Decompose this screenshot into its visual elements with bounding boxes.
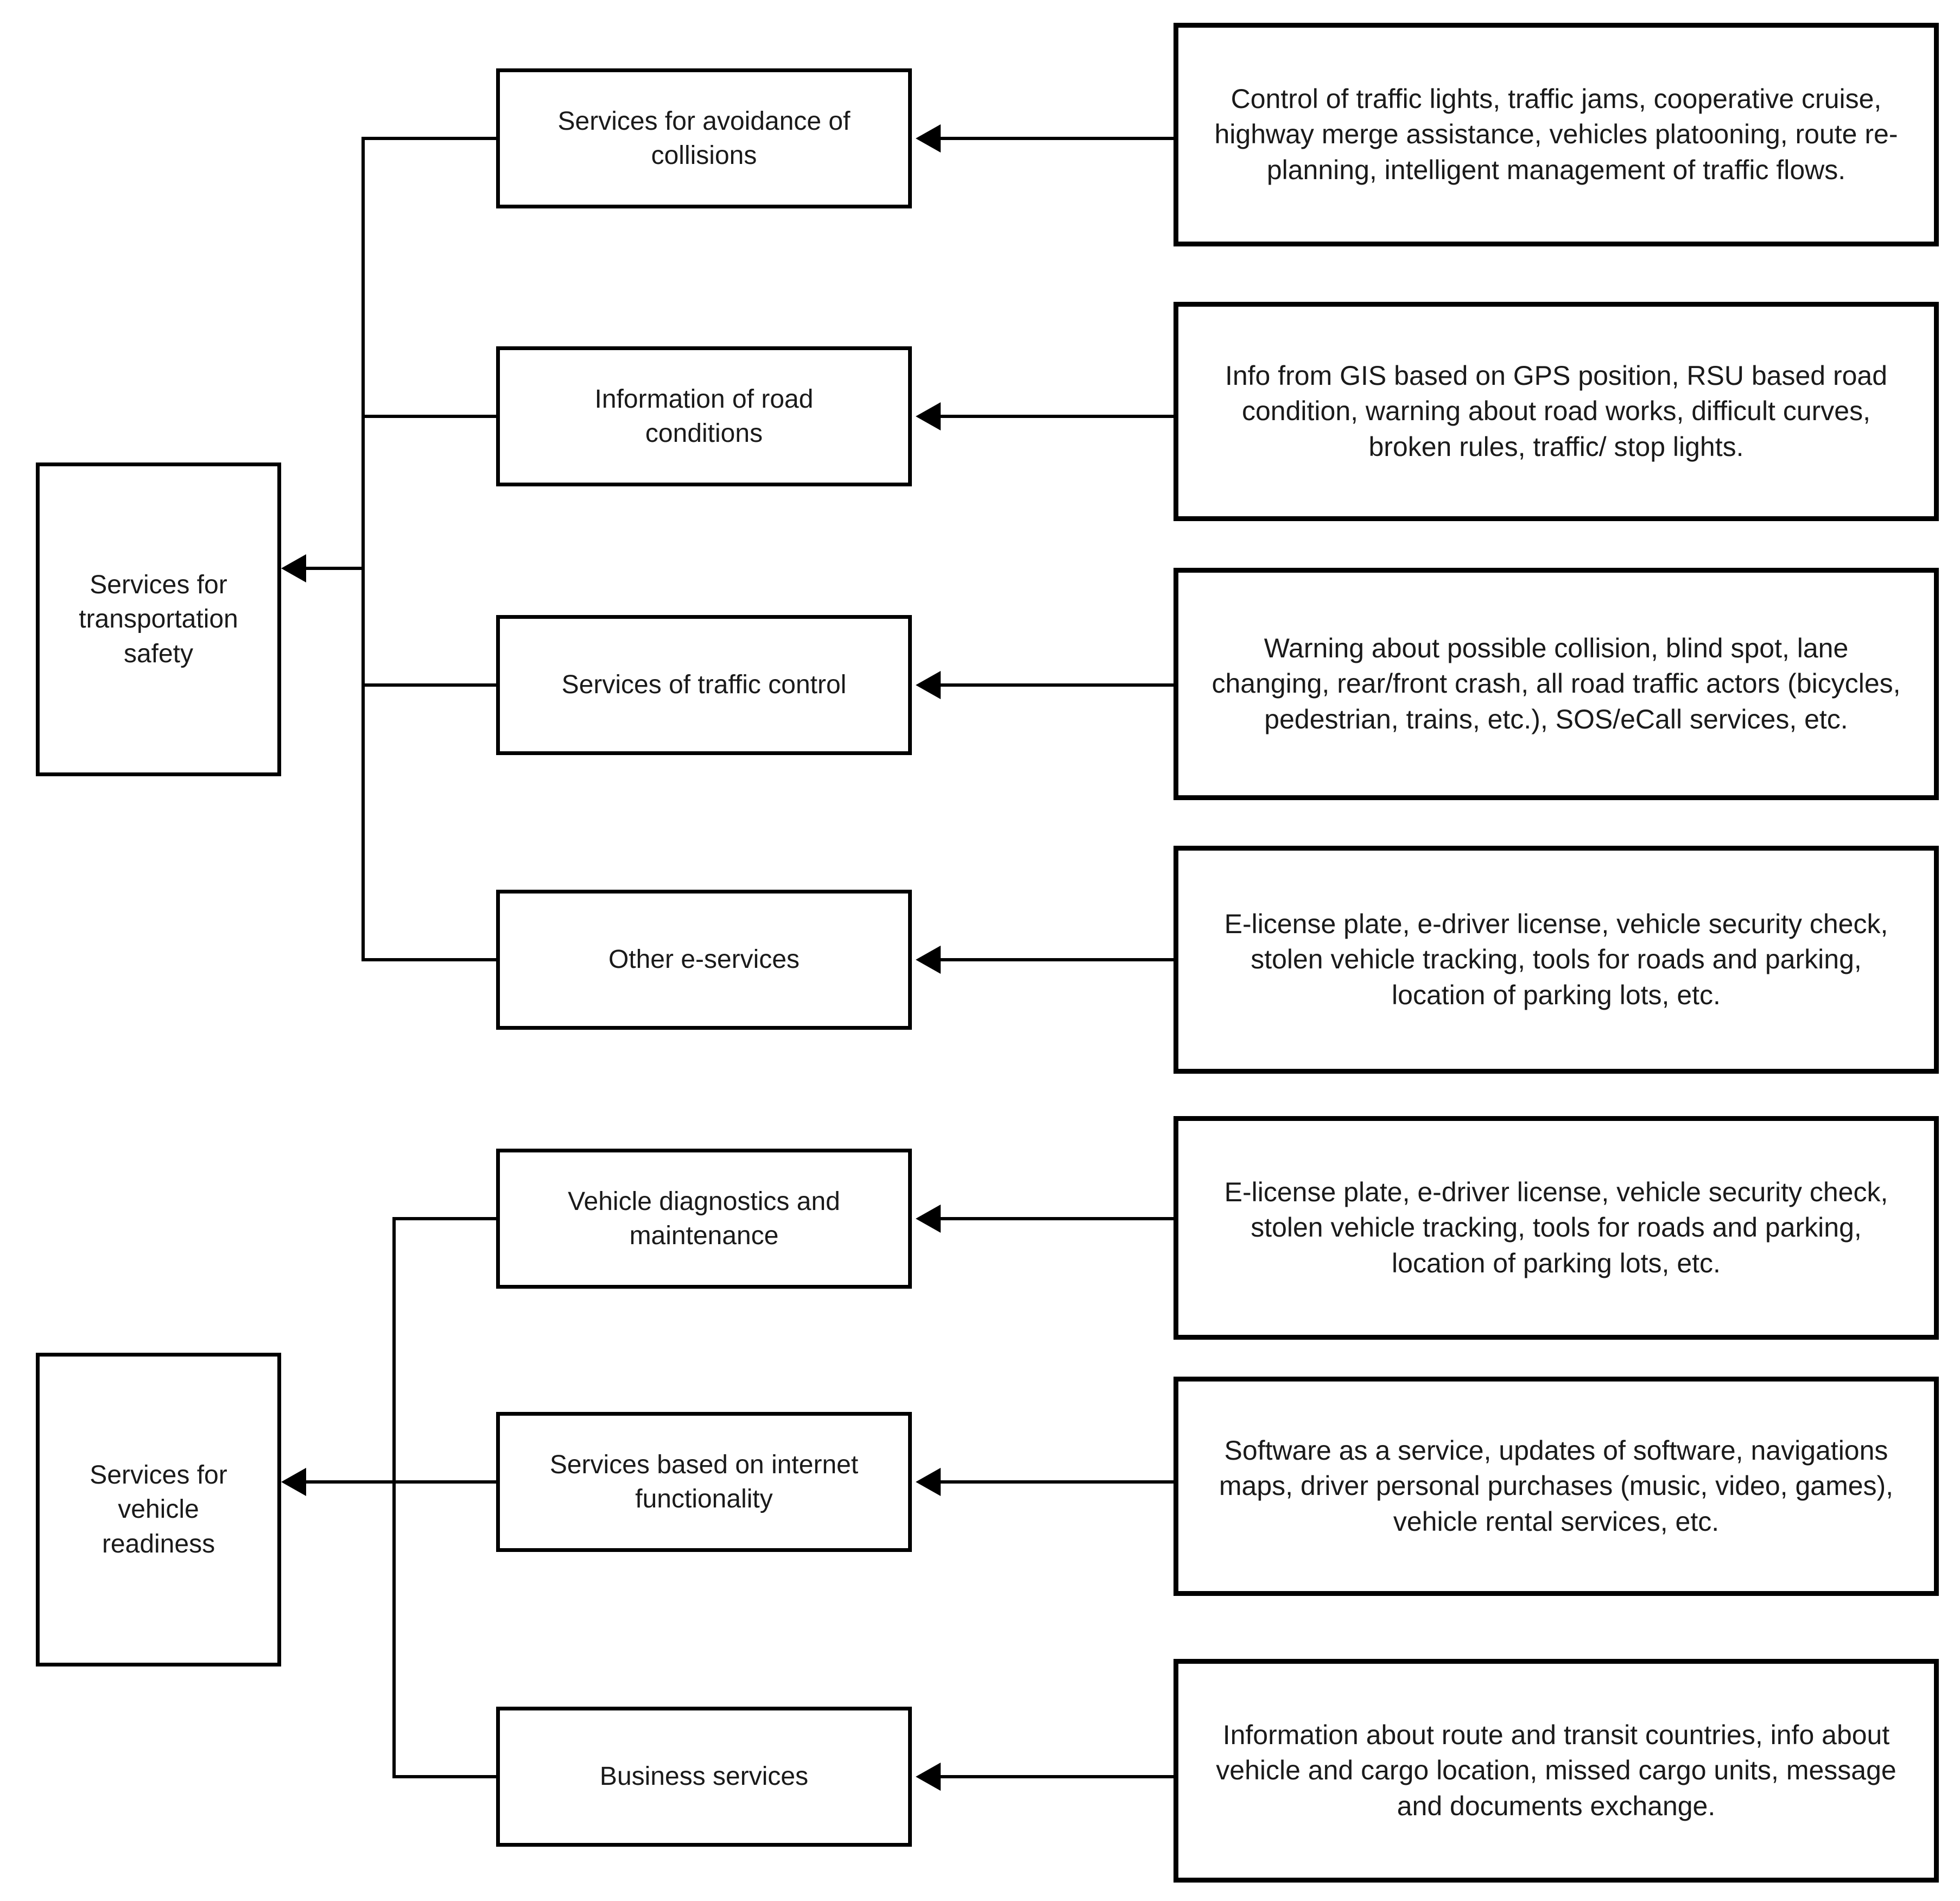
- node-services-internet-functionality: Services based on internet functionality: [496, 1412, 912, 1552]
- stub-line-business-services: [396, 1775, 496, 1778]
- arrow-shaft-road-conditions: [938, 415, 1174, 418]
- arrowhead-to-other-e-services: [916, 946, 941, 974]
- arrow-shaft-avoidance-collisions: [938, 137, 1174, 140]
- arrow-shaft-business-services: [938, 1775, 1174, 1778]
- desc-avoidance-collisions: Control of traffic lights, traffic jams,…: [1174, 23, 1939, 246]
- arrowhead-to-vehicle-readiness: [281, 1468, 306, 1496]
- node-business-services: Business services: [496, 1707, 912, 1847]
- arrowhead-to-traffic-control: [916, 671, 941, 699]
- desc-internet-functionality: Software as a service, updates of softwa…: [1174, 1377, 1939, 1596]
- node-services-transportation-safety: Services for transportation safety: [36, 462, 281, 776]
- arrowhead-to-vehicle-diagnostics: [916, 1205, 941, 1233]
- arrow-shaft-internet-functionality: [938, 1480, 1174, 1484]
- trunk-line-group-2: [392, 1217, 396, 1778]
- stub-line-traffic-control: [365, 683, 496, 687]
- arrow-shaft-traffic-control: [938, 683, 1174, 687]
- node-vehicle-diagnostics-maintenance: Vehicle diagnostics and maintenance: [496, 1149, 912, 1289]
- arrowhead-to-internet-functionality: [916, 1468, 941, 1496]
- stub-line-other-e-services: [365, 958, 496, 961]
- desc-vehicle-diagnostics: E-license plate, e-driver license, vehic…: [1174, 1116, 1939, 1340]
- desc-business-services: Information about route and transit coun…: [1174, 1659, 1939, 1883]
- desc-traffic-control: Warning about possible collision, blind …: [1174, 568, 1939, 800]
- arrow-shaft-other-e-services: [938, 958, 1174, 961]
- stub-line-vehicle-diagnostics: [396, 1217, 496, 1220]
- arrowhead-to-transportation-safety: [281, 554, 306, 582]
- trunk-line-group-1: [361, 137, 365, 961]
- arrow-shaft-vehicle-diagnostics: [938, 1217, 1174, 1220]
- node-services-vehicle-readiness: Services for vehicle readiness: [36, 1353, 281, 1666]
- node-services-avoidance-collisions: Services for avoidance of collisions: [496, 68, 912, 208]
- arrowhead-to-business-services: [916, 1763, 941, 1791]
- desc-road-conditions: Info from GIS based on GPS position, RSU…: [1174, 302, 1939, 521]
- node-other-e-services: Other e-services: [496, 890, 912, 1030]
- stub-line-avoidance-collisions: [365, 137, 496, 140]
- stub-line-road-conditions: [365, 415, 496, 418]
- node-services-traffic-control: Services of traffic control: [496, 615, 912, 755]
- arrowhead-to-road-conditions: [916, 402, 941, 430]
- arrow-shaft-to-transportation-safety: [303, 567, 363, 570]
- arrow-shaft-to-vehicle-readiness: [303, 1480, 496, 1484]
- arrowhead-to-avoidance-collisions: [916, 124, 941, 153]
- desc-other-e-services: E-license plate, e-driver license, vehic…: [1174, 846, 1939, 1074]
- node-information-road-conditions: Information of road conditions: [496, 346, 912, 486]
